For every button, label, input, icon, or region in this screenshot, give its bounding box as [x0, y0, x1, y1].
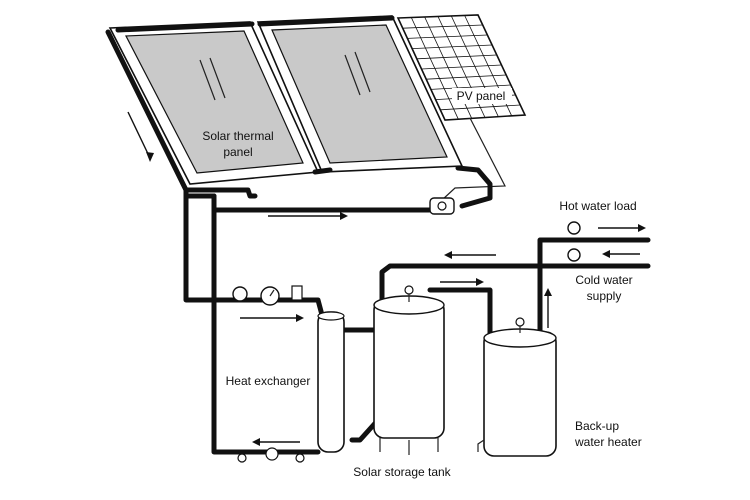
- supply-lines: [341, 237, 651, 443]
- label-solar-thermal-line1: Solar thermal: [202, 129, 273, 143]
- pv-grid-line: [440, 104, 521, 111]
- solar-thermal-panel-right: [256, 15, 464, 173]
- label-cold-water-line2: supply: [587, 289, 622, 303]
- backup-water-heater: [477, 317, 557, 457]
- labels: Solar thermal panel PV panel Hot water l…: [202, 88, 642, 479]
- label-solar-thermal-line2: panel: [223, 145, 252, 159]
- pv-wire: [441, 117, 506, 201]
- solar-storage-tank: [373, 285, 445, 455]
- pv-grid-line: [407, 34, 488, 39]
- collector-loop-pipe: [105, 15, 493, 455]
- solar-thermal-panel-left: [108, 21, 320, 185]
- label-hot-water-load: Hot water load: [559, 199, 636, 213]
- heat-exchanger: [317, 311, 345, 453]
- label-heat-exchanger: Heat exchanger: [226, 374, 311, 388]
- label-pv-panel: PV panel: [457, 89, 506, 103]
- valve-gauge-icons: [232, 221, 581, 463]
- label-solar-storage-tank: Solar storage tank: [353, 465, 451, 479]
- pv-grid-line: [412, 44, 493, 49]
- pv-grid-line: [426, 74, 507, 80]
- pv-grid-line: [416, 54, 497, 60]
- pv-grid-line: [402, 24, 483, 29]
- label-backup-line1: Back-up: [575, 419, 619, 433]
- pv-grid-line: [421, 64, 502, 70]
- pv-grid-line: [430, 84, 511, 90]
- label-backup-line2: water heater: [574, 435, 642, 449]
- label-cold-water-line1: Cold water: [575, 273, 632, 287]
- circulator-pump-icon: [429, 197, 455, 215]
- flow-arrows: [127, 111, 646, 446]
